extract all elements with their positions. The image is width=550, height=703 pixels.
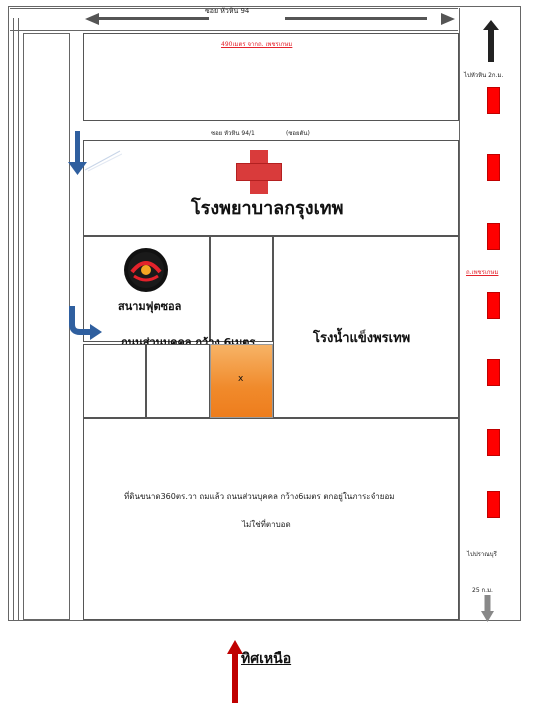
pranburi-distance-label: 25 ก.ม. bbox=[472, 587, 493, 594]
lower-lot-1 bbox=[83, 344, 146, 418]
football-icon bbox=[124, 248, 168, 292]
red-marker-3 bbox=[487, 223, 500, 250]
arrow-left-icon bbox=[85, 13, 209, 25]
description-line-1: ที่ดินขนาด360ตร.วา ถมแล้ว ถนนส่วนบุคคล ก… bbox=[124, 492, 395, 501]
arrow-up-icon bbox=[483, 20, 499, 62]
soi-94-1-label: ซอย หัวหิน 94/1 bbox=[211, 130, 255, 137]
blue-arrow-down-icon bbox=[68, 131, 122, 175]
hospital-block bbox=[83, 140, 459, 236]
dead-end-label: (ซอยตัน) bbox=[286, 130, 310, 137]
subject-plot bbox=[210, 344, 273, 418]
distance-note: 490เมตร จากถ. เพชรเกษม bbox=[221, 41, 293, 48]
red-marker-6 bbox=[487, 429, 500, 456]
red-marker-2 bbox=[487, 154, 500, 181]
hospital-label: โรงพยาบาลกรุงเทพ bbox=[191, 198, 344, 219]
football-field-label: สนามฟุตซอล bbox=[118, 300, 182, 313]
soi-94-bottom-line bbox=[10, 30, 458, 31]
red-marker-4 bbox=[487, 292, 500, 319]
upper-empty-block bbox=[83, 33, 459, 121]
north-arrow-icon bbox=[227, 640, 243, 703]
description-line-2: ไม่ใช่ที่ตาบอด bbox=[242, 520, 291, 529]
arrow-down-icon bbox=[481, 595, 494, 622]
north-label: ทิศเหนือ bbox=[241, 651, 292, 667]
small-lot-top bbox=[210, 236, 273, 342]
large-land-block bbox=[83, 418, 459, 620]
phetkasem-road-label: ถ.เพชรเกษม bbox=[466, 269, 499, 276]
right-road-line bbox=[459, 8, 460, 620]
top-road-arrows bbox=[85, 13, 455, 25]
left-road-strip bbox=[23, 33, 70, 620]
soi-94-label: ซอย หัวหิน 94 bbox=[205, 7, 250, 15]
left-boundary-line-2 bbox=[18, 18, 19, 620]
blue-curved-arrow-icon bbox=[69, 306, 102, 340]
left-boundary-line bbox=[13, 18, 14, 620]
plot-mark: x bbox=[238, 374, 244, 384]
red-marker-7 bbox=[487, 491, 500, 518]
red-marker-1 bbox=[487, 87, 500, 114]
ice-factory-lot bbox=[273, 236, 459, 418]
arrow-right-icon bbox=[285, 13, 455, 25]
ice-factory-label: โรงน้ำแข็งพรเทพ bbox=[313, 331, 411, 346]
to-huahin-label: ไปหัวหิน 2ก.ม. bbox=[464, 72, 504, 79]
hospital-cross-icon bbox=[236, 150, 282, 194]
red-marker-5 bbox=[487, 359, 500, 386]
soi-94-top-line bbox=[10, 8, 458, 9]
lower-lot-2 bbox=[146, 344, 210, 418]
to-pranburi-label: ไปปราณบุรี bbox=[467, 551, 497, 558]
